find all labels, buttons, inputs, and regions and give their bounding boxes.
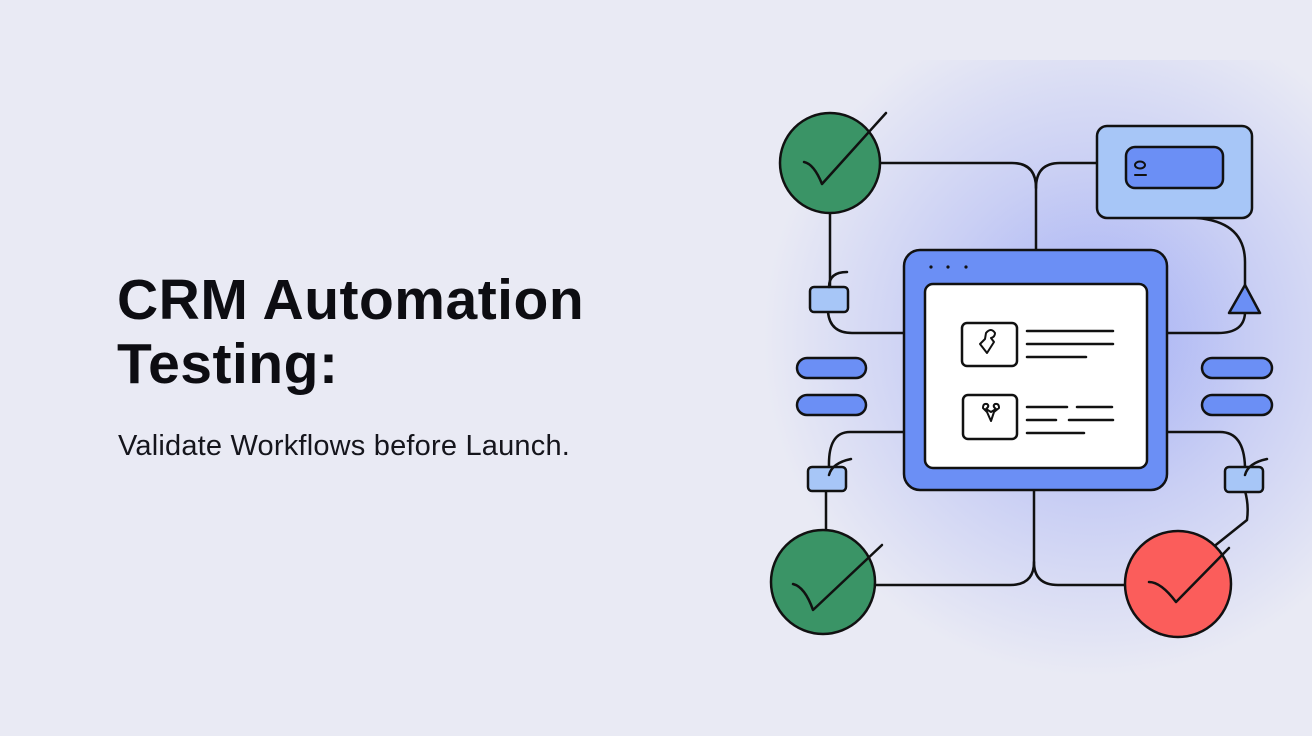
title-line-1: CRM Automation — [117, 268, 585, 332]
main-window — [902, 248, 1169, 492]
user-icon — [1134, 160, 1146, 170]
side-pills — [795, 356, 1274, 417]
check-circle-failed — [1123, 529, 1233, 639]
check-circle-bottom-left — [769, 528, 884, 636]
connector-lines — [824, 161, 1249, 587]
folder-icons — [806, 270, 1269, 494]
subtitle: Validate Workflows before Launch. — [118, 430, 571, 462]
top-card — [1095, 124, 1254, 220]
title-line-2: Testing: — [117, 332, 339, 396]
check-circle-top — [778, 111, 888, 215]
item-icon-1 — [960, 321, 1019, 368]
triangle-icon — [1227, 283, 1262, 315]
